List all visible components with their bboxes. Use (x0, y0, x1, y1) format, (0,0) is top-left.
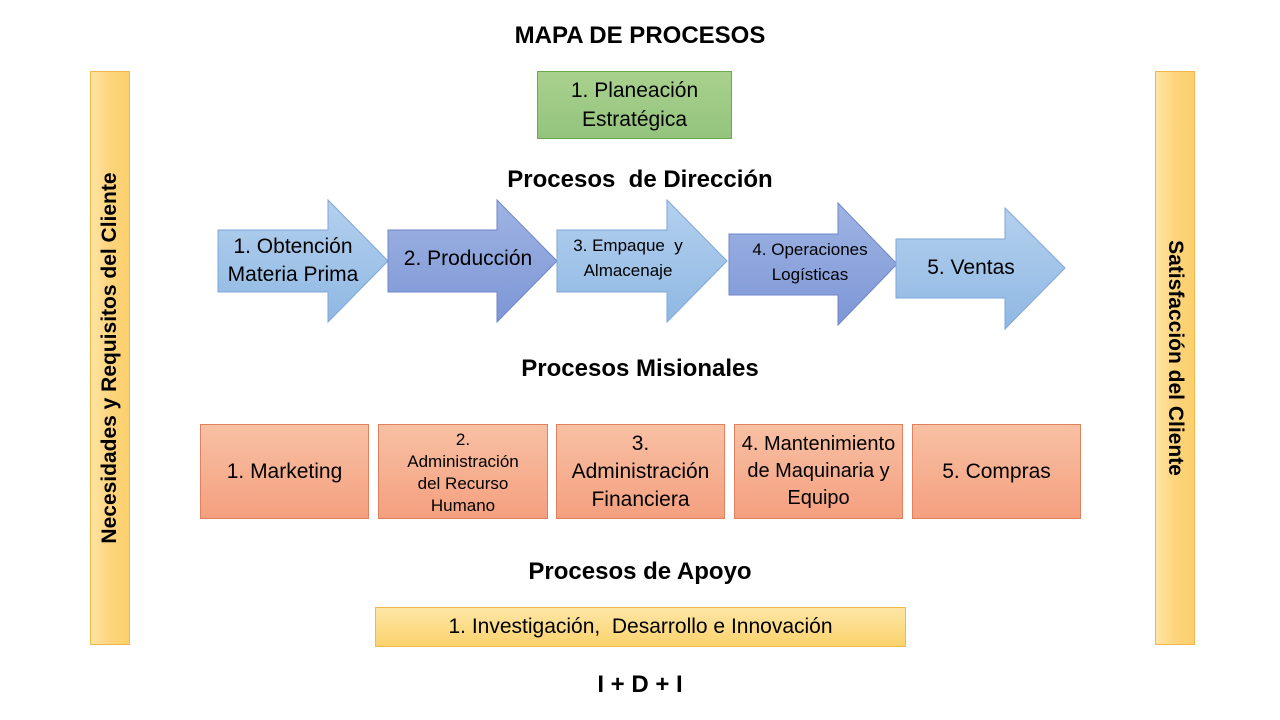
arrow-packaging (556, 198, 728, 324)
arrow-production (387, 198, 558, 324)
arrow-logistics (728, 201, 898, 327)
marketing-box: 1. Marketing (200, 424, 369, 519)
customer-satisfaction-bar: Satisfacción del Cliente (1155, 71, 1195, 645)
purchasing-line1: 5. Compras (942, 459, 1051, 483)
arrow-raw-material-label: 1. Obtención Materia Prima (212, 231, 374, 291)
maintenance-line2: de Maquinaria y (747, 460, 890, 482)
arrow-raw-material (217, 198, 389, 324)
support-processes-heading: Procesos de Apoyo (528, 558, 752, 585)
strategic-planning-line1: 1. Planeación (570, 79, 699, 102)
arrow-sales (895, 206, 1066, 331)
financial-admin-line3: Financiera (591, 487, 690, 511)
human-resources-line3: del Recurso (417, 473, 509, 493)
arrow-raw-material-line2: Materia Prima (227, 263, 359, 286)
research-development-box: 1. Investigación, Desarrollo e Innovació… (375, 607, 906, 647)
human-resources-line4: Humano (430, 495, 496, 515)
maintenance-line1: 4. Mantenimiento (741, 433, 896, 455)
research-development-label: 1. Investigación, Desarrollo e Innovació… (448, 615, 833, 638)
strategic-planning-box: 1. Planeación Estratégica (537, 71, 732, 139)
maintenance-line3: Equipo (787, 487, 850, 509)
customer-needs-bar: Necesidades y Requisitos del Cliente (90, 71, 130, 645)
human-resources-box: 2. Administración del Recurso Humano (378, 424, 548, 519)
human-resources-line1: 2. (455, 429, 471, 449)
marketing-line1: 1. Marketing (226, 459, 343, 483)
arrow-packaging-label: 3. Empaque y Almacenaje (552, 232, 704, 284)
page-title: MAPA DE PROCESOS (514, 22, 766, 49)
arrow-sales-line1: 5. Ventas (927, 256, 1015, 279)
arrow-logistics-label: 4. Operaciones Logísticas (730, 236, 890, 288)
arrow-logistics-line2: Logísticas (771, 265, 849, 284)
arrow-sales-label: 5. Ventas (896, 253, 1046, 283)
idi-footer: I + D + I (597, 671, 683, 698)
arrow-packaging-line2: Almacenaje (583, 261, 673, 280)
financial-admin-line2: Administración (571, 459, 710, 483)
financial-admin-box: 3. Administración Financiera (556, 424, 725, 519)
financial-admin-line1: 3. (631, 431, 650, 455)
arrow-packaging-line1: 3. Empaque y (573, 236, 683, 255)
arrow-production-label: 2. Producción (388, 244, 548, 274)
arrow-production-line1: 2. Producción (403, 247, 533, 270)
mission-processes-heading: Procesos Misionales (521, 355, 759, 382)
arrow-raw-material-line1: 1. Obtención (233, 235, 353, 258)
direction-processes-heading: Procesos de Dirección (507, 166, 773, 193)
maintenance-box: 4. Mantenimiento de Maquinaria y Equipo (734, 424, 903, 519)
strategic-planning-line2: Estratégica (581, 108, 688, 131)
purchasing-box: 5. Compras (912, 424, 1081, 519)
human-resources-line2: Administración (407, 451, 519, 471)
arrow-logistics-line1: 4. Operaciones (752, 240, 868, 259)
